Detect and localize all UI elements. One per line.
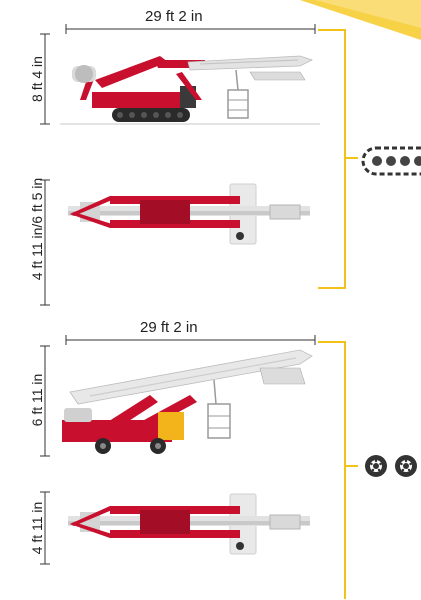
top-plan-view-machine [68, 183, 310, 245]
bottom-side-view-machine [62, 349, 313, 454]
top-length-label: 29 ft 2 in [145, 8, 203, 25]
bottom-width-dimension [40, 491, 50, 565]
bottom-length-label: 29 ft 2 in [140, 319, 198, 336]
bottom-height-dimension [40, 345, 50, 457]
top-length-dimension [65, 24, 316, 34]
yellow-corner-banner [300, 0, 421, 40]
top-side-view-machine [60, 55, 320, 125]
bottom-length-dimension [65, 335, 316, 345]
top-width-dimension [40, 179, 50, 306]
top-yellow-bracket [318, 29, 358, 289]
tracks-icon [361, 146, 421, 176]
wheels-icon [365, 455, 417, 477]
top-height-dimension [40, 33, 50, 125]
